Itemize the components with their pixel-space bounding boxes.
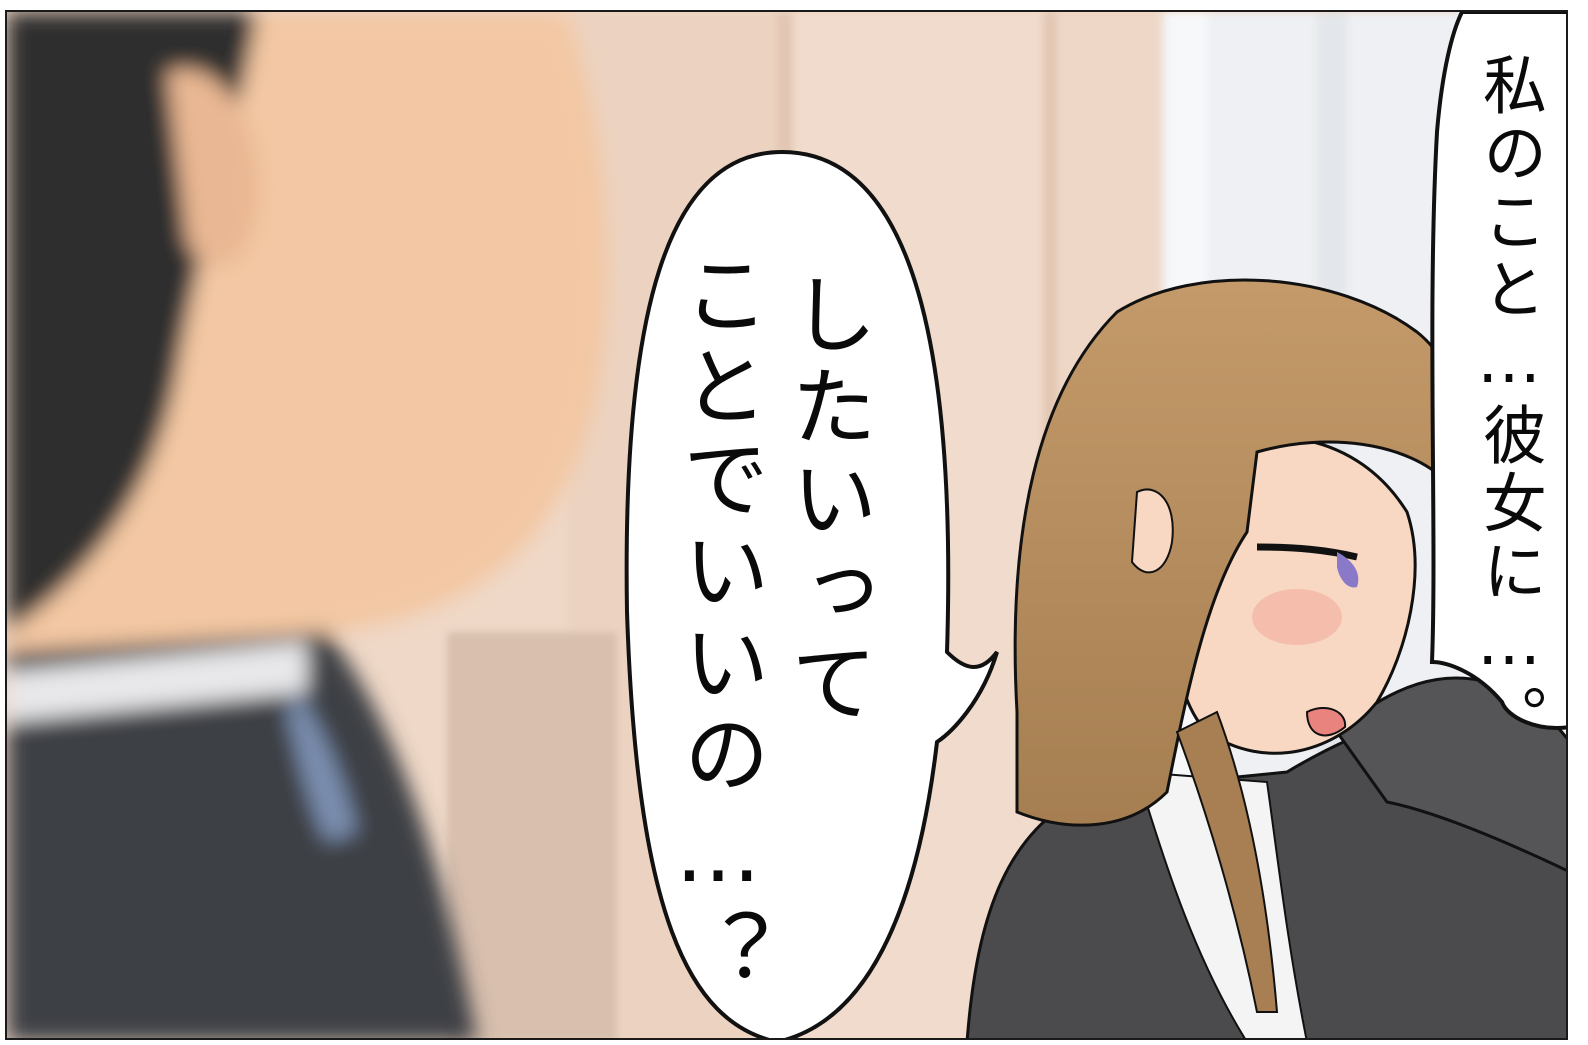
scene-illustration xyxy=(7,12,1566,1038)
manga-panel: したいって ことでいいの…？ 私のこと…彼女に…。 xyxy=(5,10,1568,1040)
speech-text-left-line2: ことでいいの…？ xyxy=(668,250,768,1000)
man-figure xyxy=(7,12,607,1038)
speech-text-right-line1: 私のこと…彼女に…。 xyxy=(1472,52,1546,752)
speech-text-left-line1: したいって xyxy=(776,270,876,730)
woman-figure xyxy=(965,278,1566,1038)
speech-bubble-left xyxy=(624,149,999,1038)
speech-bubble-right xyxy=(1429,12,1566,730)
